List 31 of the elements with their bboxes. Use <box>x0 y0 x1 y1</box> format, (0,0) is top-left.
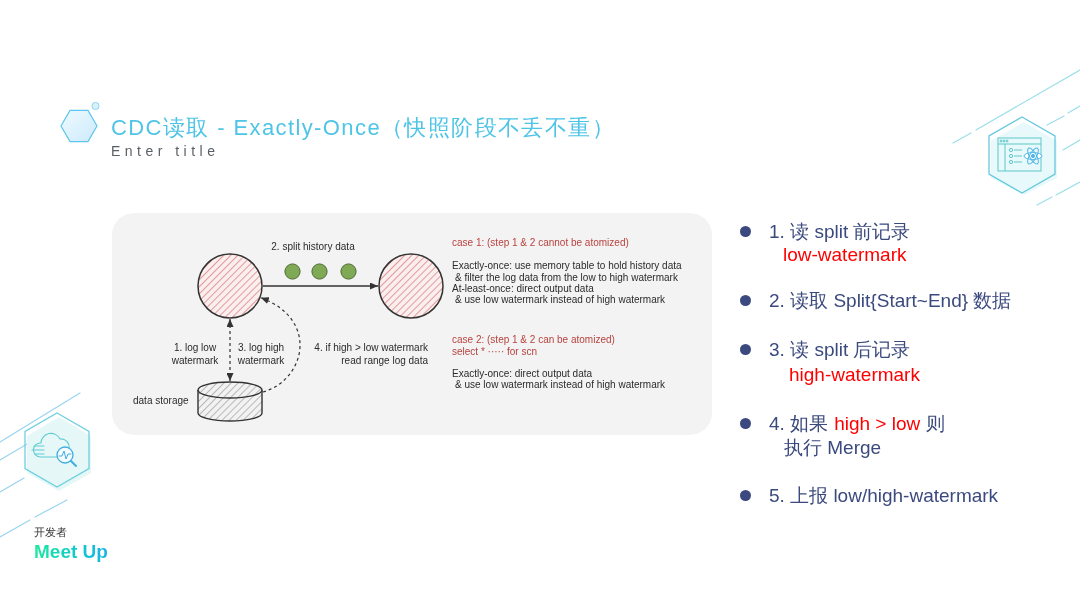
edge-label: 4. if high > low watermark read range log data <box>313 341 428 367</box>
hatched-circle <box>378 253 444 319</box>
dashed-arrow <box>226 318 234 382</box>
list-item-text: 则 <box>926 412 946 435</box>
arrow <box>262 282 379 290</box>
list-item-text: 3. 读 split 后记录 <box>769 338 911 361</box>
list-item-text: 2. 读取 Split{Start~End} 数据 <box>769 289 1012 312</box>
edge-note: 3. log high watermark <box>236 341 286 367</box>
highlight-text: high-watermark <box>789 363 920 386</box>
slide-title: CDC读取 - Exactly-Once（快照阶段不丢不重） <box>111 114 616 142</box>
hatched-circle <box>197 253 263 319</box>
list-item-text: 5. 上报 low/high-watermark <box>769 484 999 507</box>
edge-label: 2. split history data <box>270 240 356 253</box>
note-text: & filter the log data from the low to high watermark <box>455 271 678 284</box>
note-text: & use low watermark instead of high watermark <box>455 379 666 391</box>
node-caption: data storage <box>133 394 189 407</box>
note-text: & use low watermark instead of high watermark <box>455 294 666 306</box>
dashed-arrow <box>260 297 301 393</box>
database-cylinder <box>197 381 263 422</box>
subtitle: Enter title <box>111 142 220 160</box>
query-text: select * ····· for scn <box>452 345 537 358</box>
highlight-text: high > low <box>834 412 921 435</box>
note-text: Exactly-once: direct output data <box>452 367 593 380</box>
list-item-text: 1. 读 split 前记录 <box>769 220 911 243</box>
case-heading: case 2: (step 1 & 2 can be atomized) <box>452 333 615 346</box>
edge-label: 1. log low watermark <box>170 341 220 367</box>
case-heading: case 1: (step 1 & 2 cannot be atomized) <box>452 236 629 249</box>
event-label: 开发者 <box>34 525 67 539</box>
list-item-text: 4. 如果 <box>769 412 829 435</box>
list-item-text: 执行 Merge <box>784 436 882 459</box>
highlight-text: low-watermark <box>783 243 907 266</box>
